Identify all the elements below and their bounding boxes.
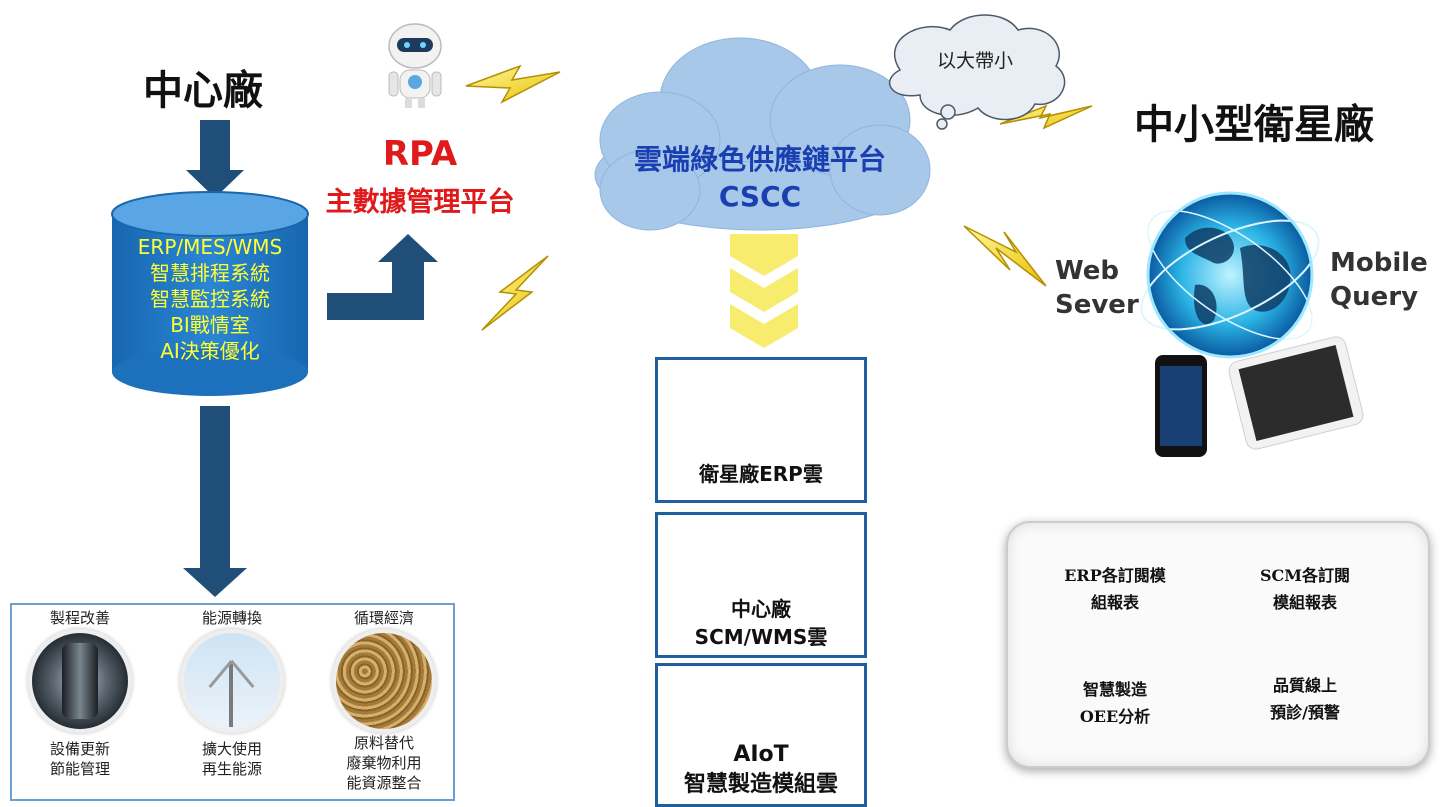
web-server-line2: Sever	[1055, 290, 1139, 320]
caption-circular-line2: 廢棄物利用	[346, 754, 422, 772]
sustainability-panel: 製程改善 能源轉換 循環經濟 設備更新 節能管理 擴大使用 再生能源 原料替代 …	[10, 603, 455, 801]
service-label-scm-line2: SCM/WMS雲	[694, 625, 828, 649]
report-text-oee: 智慧製造 OEE分析	[1048, 676, 1182, 730]
report-scm-line2: 模組報表	[1272, 593, 1337, 612]
report-panel	[1006, 521, 1430, 768]
service-label-aiot-line1: AIoT	[733, 742, 789, 767]
machine-image	[28, 629, 132, 733]
chevron-down-icon	[730, 234, 798, 348]
service-label-scm-line1: 中心廠	[731, 597, 791, 621]
report-text-scm: SCM各訂閱 模組報表	[1238, 562, 1372, 616]
lightning-icon-top-left	[465, 64, 561, 104]
web-server-line1: Web	[1055, 256, 1119, 286]
db-line-ai: AI決策優化	[160, 339, 260, 363]
report-text-erp: ERP各訂閱模 組報表	[1048, 562, 1182, 616]
thought-bubble-text: 以大帶小	[936, 50, 1013, 72]
elbow-arrow-to-rpa	[327, 234, 438, 320]
database-text: ERP/MES/WMS 智慧排程系統 智慧監控系統 BI戰情室 AI決策優化	[112, 234, 308, 364]
report-erp-line2: 組報表	[1090, 593, 1139, 612]
report-oee-line1: 智慧製造	[1082, 680, 1147, 699]
panel-caption-energy: 擴大使用 再生能源	[172, 739, 292, 779]
caption-circular-line3: 能資源整合	[346, 774, 422, 792]
lightning-icon-right	[963, 225, 1047, 287]
panel-header-circular: 循環經濟	[353, 609, 414, 627]
rpa-title: RPA	[382, 134, 458, 174]
report-text-quality: 品質線上 預診/預警	[1238, 672, 1372, 726]
panel-caption-process: 設備更新 節能管理	[20, 739, 140, 779]
service-box-aiot-cloud: AIoT 智慧製造模組雲	[655, 663, 867, 807]
caption-energy-line2: 再生能源	[201, 760, 262, 778]
service-label-scm-cloud: 中心廠 SCM/WMS雲	[658, 595, 864, 651]
report-oee-line2: OEE分析	[1079, 707, 1151, 726]
service-box-scm-cloud: 中心廠 SCM/WMS雲	[655, 512, 867, 658]
down-arrow-bottom	[183, 406, 247, 597]
mobile-query-line2: Query	[1330, 282, 1419, 312]
phone-icon	[1155, 355, 1207, 457]
db-line-scheduling: 智慧排程系統	[150, 261, 270, 285]
tablet-icon	[1228, 336, 1364, 450]
panel-header-energy: 能源轉換	[201, 609, 262, 627]
service-label-aiot-line2: 智慧製造模組雲	[683, 772, 838, 797]
lightning-icon-mid-left	[481, 255, 549, 331]
robot-icon	[388, 23, 442, 108]
caption-energy-line1: 擴大使用	[201, 740, 262, 758]
report-scm-line1: SCM各訂閱	[1259, 566, 1350, 585]
report-erp-line1: ERP各訂閱模	[1064, 566, 1166, 585]
globe-icon	[1140, 191, 1320, 359]
db-line-monitoring: 智慧監控系統	[150, 287, 270, 311]
service-label-erp-cloud: 衛星廠ERP雲	[699, 462, 823, 486]
center-factory-title: 中心廠	[143, 68, 263, 114]
cloud-subtitle: CSCC	[718, 180, 802, 213]
caption-process-line2: 節能管理	[49, 760, 110, 778]
cloud-title: 雲端綠色供應鏈平台	[633, 143, 886, 176]
thought-bubble	[888, 14, 1066, 130]
service-box-erp-cloud: 衛星廠ERP雲	[655, 357, 867, 503]
service-label-aiot-cloud: AIoT 智慧製造模組雲	[658, 740, 864, 800]
caption-circular-line1: 原料替代	[353, 734, 414, 752]
caption-process-line1: 設備更新	[49, 740, 110, 758]
pellets-image	[332, 629, 436, 733]
satellite-factory-title: 中小型衛星廠	[1134, 102, 1374, 148]
down-arrow-top	[186, 120, 244, 198]
web-server-label: Web Sever	[1055, 254, 1139, 322]
db-line-bi: BI戰情室	[170, 313, 250, 337]
panel-caption-circular: 原料替代 廢棄物利用 能資源整合	[324, 733, 444, 793]
report-quality-line1: 品質線上	[1272, 676, 1337, 695]
cloud-shape	[594, 37, 931, 231]
db-line-erp: ERP/MES/WMS	[137, 235, 283, 259]
wind-turbine-image	[180, 629, 284, 733]
database-cylinder	[111, 191, 309, 396]
mobile-query-label: Mobile Query	[1330, 246, 1428, 314]
lightning-icon-top-right	[999, 104, 1093, 130]
panel-header-process: 製程改善	[49, 609, 110, 627]
report-quality-line2: 預診/預警	[1270, 703, 1340, 722]
mobile-query-line1: Mobile	[1330, 248, 1428, 278]
rpa-subtitle: 主數據管理平台	[325, 187, 515, 218]
